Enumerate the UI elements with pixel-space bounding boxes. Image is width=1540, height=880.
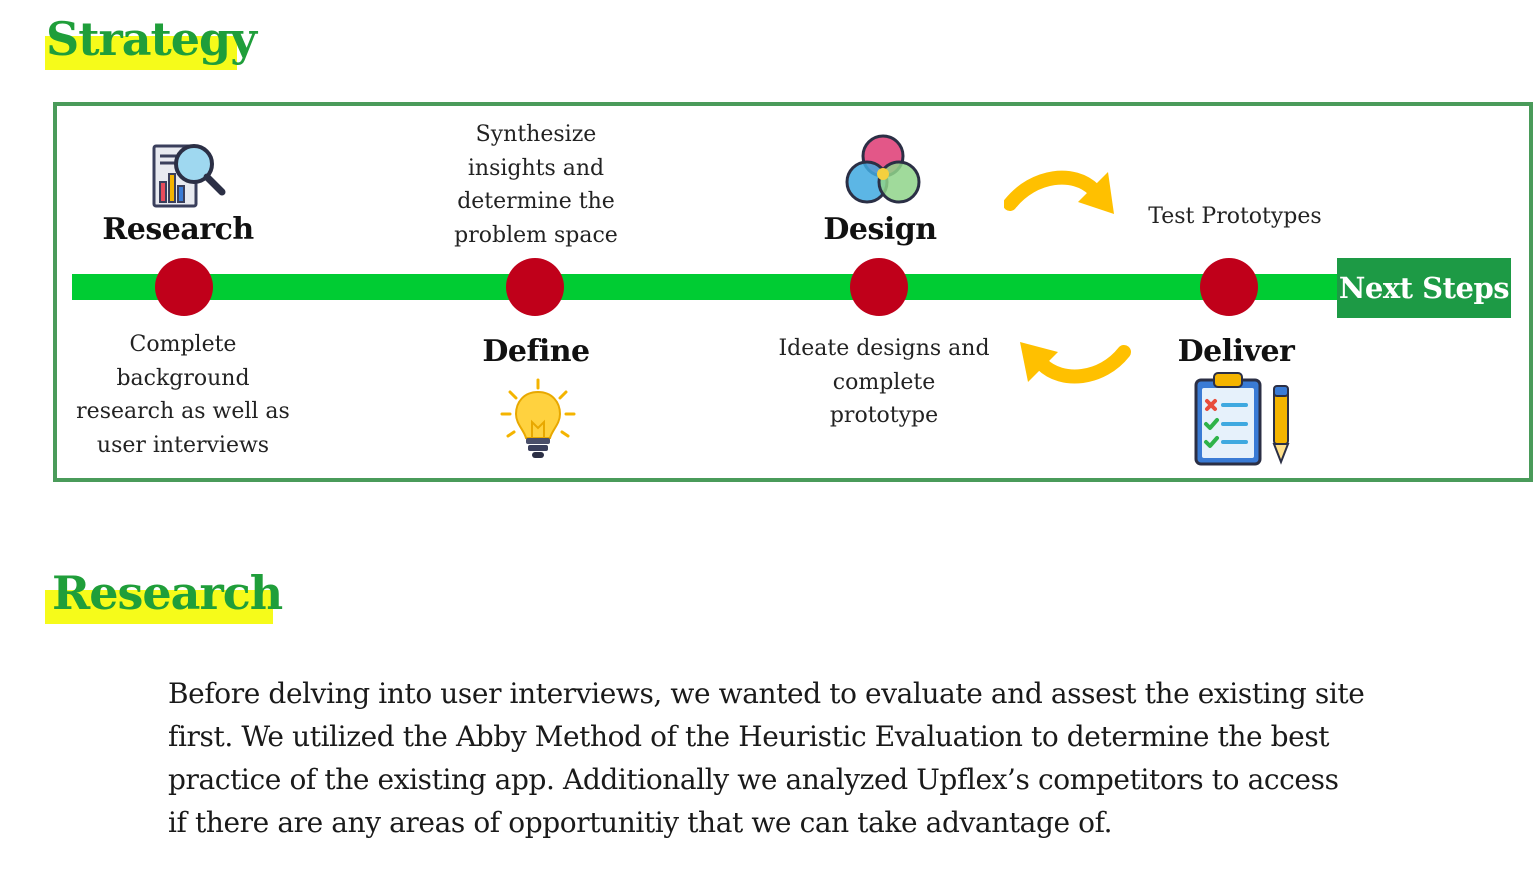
next-steps-label: Next Steps	[1338, 271, 1510, 305]
next-steps-box: Next Steps	[1337, 258, 1511, 318]
timeline-node-research	[155, 258, 213, 316]
strategy-diagram-frame	[53, 102, 1533, 482]
timeline-node-deliver	[1200, 258, 1258, 316]
timeline-bar	[72, 274, 1340, 300]
timeline-node-design	[850, 258, 908, 316]
stage-title-design: Design	[823, 212, 937, 247]
stage-desc-deliver: Test Prototypes	[1148, 204, 1322, 229]
timeline-node-define	[506, 258, 564, 316]
strategy-heading-highlight	[45, 36, 237, 70]
stage-title-deliver: Deliver	[1177, 334, 1295, 369]
stage-desc-research: Complete background research as well as …	[76, 332, 290, 458]
research-heading-highlight	[45, 590, 273, 624]
magnifier-report-icon	[152, 144, 226, 208]
research-paragraph: Before delving into user interviews, we …	[168, 677, 1365, 839]
stage-desc-design: Ideate designs and complete prototype	[778, 336, 990, 428]
stage-title-define: Define	[482, 334, 590, 369]
research-heading: Research	[52, 566, 283, 620]
color-circles-icon	[845, 134, 921, 204]
arrow-curved-right-icon	[1004, 170, 1114, 214]
stage-desc-define: Synthesize insights and determine the pr…	[454, 122, 618, 248]
clipboard-checklist-icon	[1194, 372, 1290, 466]
stage-title-research: Research	[102, 212, 254, 247]
arrow-curved-left-icon	[1020, 342, 1131, 384]
lightbulb-icon	[500, 378, 576, 458]
strategy-heading: Strategy	[46, 12, 257, 66]
